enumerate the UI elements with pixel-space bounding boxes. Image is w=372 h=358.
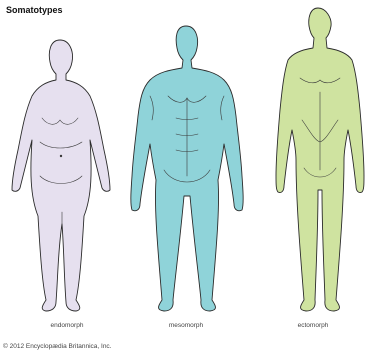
label-ectomorph: ectomorph [268,322,358,329]
mesomorph-figure [131,26,243,311]
endomorph-figure [12,40,110,311]
label-mesomorph: mesomorph [141,322,231,329]
copyright-notice: © 2012 Encyclopædia Britannica, Inc. [3,343,112,350]
label-endomorph: endomorph [22,322,112,329]
ectomorph-figure [276,8,364,311]
